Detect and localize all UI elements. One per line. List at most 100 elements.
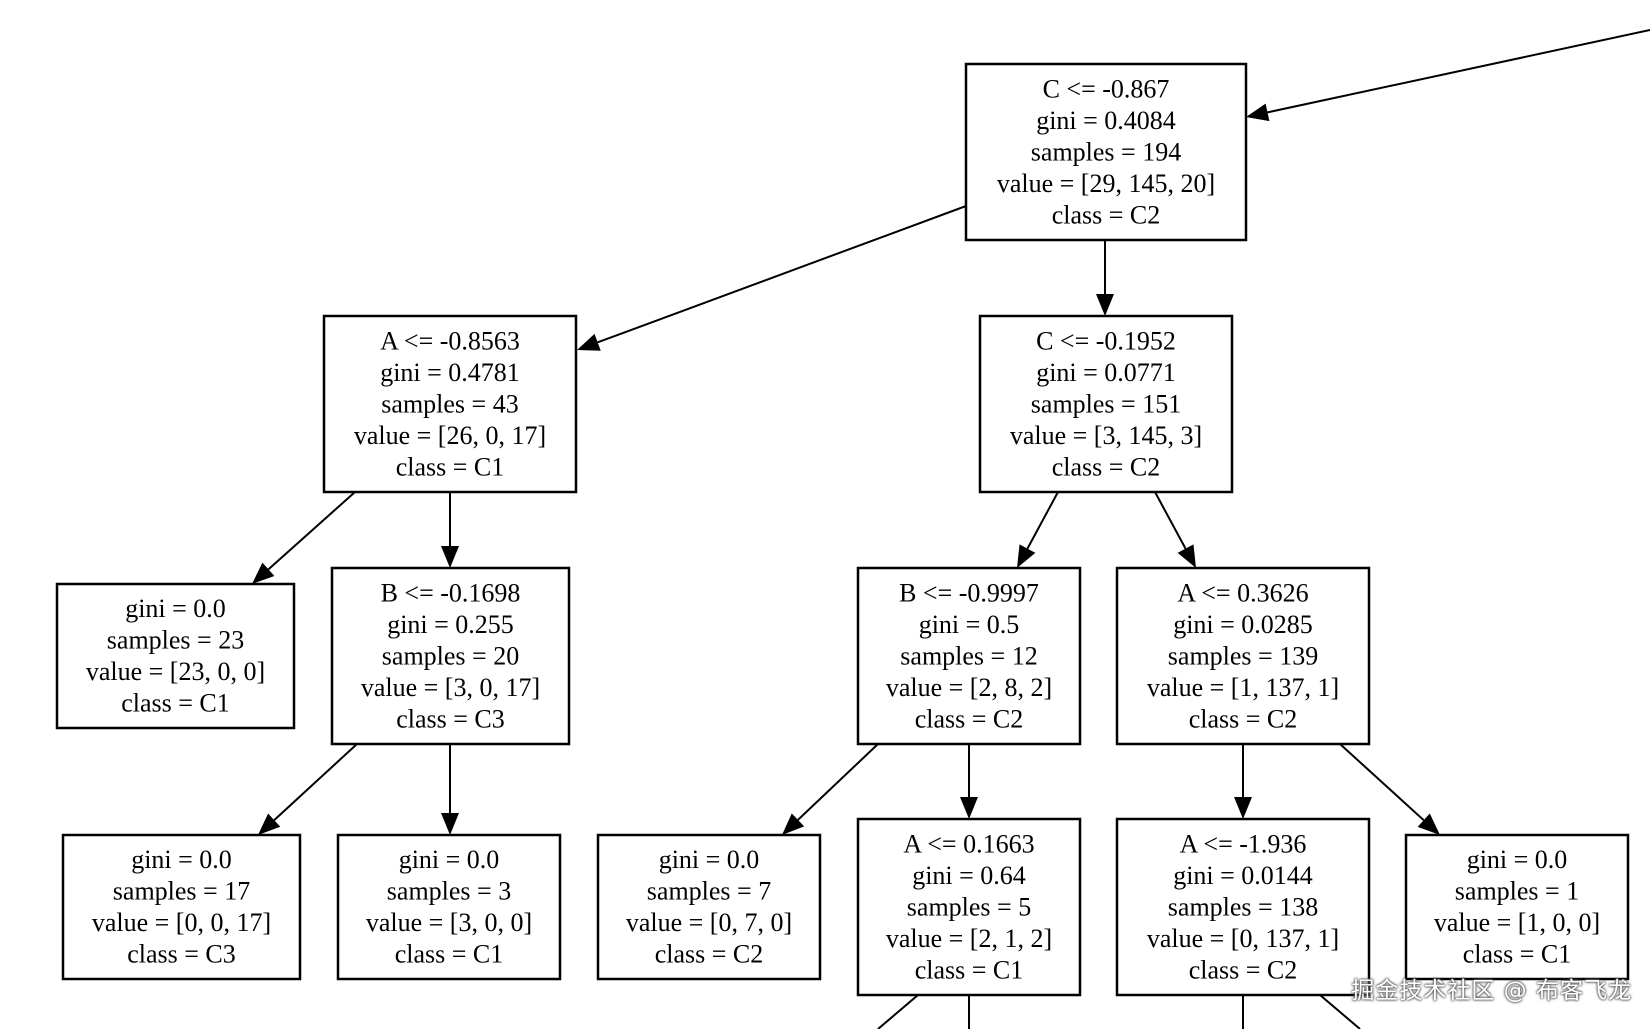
- node-line: value = [2, 1, 2]: [886, 924, 1052, 953]
- node-line: class = C2: [915, 704, 1024, 733]
- node-line: class = C3: [127, 940, 236, 969]
- edge-parent-root-line: [1267, 29, 1650, 114]
- node-line: samples = 20: [382, 641, 519, 670]
- node-line: class = C2: [1189, 704, 1298, 733]
- node-line: value = [3, 145, 3]: [1010, 421, 1202, 450]
- node-box: [322, 314, 578, 494]
- edge-n5-n10-arrowhead: [960, 797, 978, 819]
- edge-n5-n9-line: [797, 743, 879, 821]
- node-line: value = [0, 7, 0]: [626, 908, 792, 937]
- node-line: class = C2: [1189, 955, 1298, 984]
- node-line: A <= 0.3626: [1177, 578, 1308, 607]
- node-line: samples = 1: [1455, 877, 1579, 906]
- watermark-text: 掘金技术社区 @ 布客飞龙: [1351, 978, 1632, 1004]
- node-box: [856, 566, 1082, 746]
- node-line: value = [26, 0, 17]: [354, 421, 546, 450]
- node-line: value = [2, 8, 2]: [886, 673, 1052, 702]
- node-line: class = C1: [1463, 940, 1572, 969]
- edge-n2-n6-arrowhead: [1177, 544, 1196, 568]
- node-line: C <= -0.1952: [1036, 326, 1176, 355]
- edge-n6-n11-arrowhead: [1234, 797, 1252, 819]
- node-line: class = C3: [396, 704, 505, 733]
- node-line: samples = 138: [1168, 892, 1318, 921]
- node-line: value = [0, 137, 1]: [1147, 924, 1339, 953]
- edge-n6-n12-line: [1339, 743, 1425, 821]
- edge-offscreen-0: [877, 994, 919, 1029]
- edge-offscreen-3: [1319, 994, 1361, 1029]
- edge-root-n1-line: [597, 205, 967, 344]
- node-line: gini = 0.0: [1467, 845, 1568, 874]
- node-line: class = C1: [395, 940, 504, 969]
- node-line: A <= 0.1663: [903, 829, 1034, 858]
- node-line: B <= -0.9997: [899, 578, 1039, 607]
- node-line: gini = 0.4084: [1036, 106, 1176, 135]
- node-line: class = C2: [655, 940, 764, 969]
- node-line: value = [23, 0, 0]: [86, 657, 265, 686]
- edge-root-n1-arrowhead: [577, 333, 601, 351]
- node-line: B <= -0.1698: [381, 578, 521, 607]
- edge-n2-n5-line: [1026, 491, 1059, 550]
- node-line: class = C1: [121, 689, 230, 718]
- node-line: A <= -1.936: [1180, 829, 1307, 858]
- node-line: gini = 0.4781: [380, 358, 520, 387]
- edge-n2-n6-line: [1154, 491, 1187, 550]
- edge-n1-n4-arrowhead: [441, 546, 459, 568]
- edge-root-n2-arrowhead: [1096, 294, 1114, 316]
- node-line: gini = 0.5: [919, 610, 1020, 639]
- node-box: [596, 833, 822, 981]
- node-line: gini = 0.0771: [1036, 358, 1176, 387]
- node-box: [964, 62, 1248, 242]
- node-line: gini = 0.0285: [1173, 610, 1313, 639]
- edge-n2-n5-arrowhead: [1017, 544, 1036, 568]
- node-line: gini = 0.0: [125, 594, 226, 623]
- node-line: gini = 0.0: [659, 845, 760, 874]
- edge-n1-n3-arrowhead: [252, 562, 275, 584]
- node-line: samples = 3: [387, 877, 511, 906]
- node-box: [330, 566, 571, 746]
- node-box: [1115, 566, 1371, 746]
- node-line: value = [3, 0, 0]: [366, 908, 532, 937]
- node-box: [336, 833, 562, 981]
- node-line: samples = 7: [647, 877, 771, 906]
- node-line: samples = 23: [107, 626, 244, 655]
- edge-parent-root-arrowhead: [1246, 103, 1270, 122]
- node-line: class = C1: [396, 452, 505, 481]
- edge-n1-n3-line: [267, 491, 356, 571]
- node-line: C <= -0.867: [1043, 74, 1170, 103]
- node-line: value = [1, 137, 1]: [1147, 673, 1339, 702]
- node-line: samples = 151: [1031, 389, 1181, 418]
- node-line: samples = 17: [113, 877, 250, 906]
- edge-n4-n7-line: [273, 743, 358, 821]
- node-line: samples = 12: [900, 641, 1037, 670]
- node-line: gini = 0.0144: [1173, 861, 1313, 890]
- node-box: [55, 582, 296, 730]
- node-box: [61, 833, 302, 981]
- node-line: class = C2: [1052, 200, 1161, 229]
- node-line: gini = 0.0: [131, 845, 232, 874]
- node-box: [978, 314, 1234, 494]
- node-line: A <= -0.8563: [380, 326, 520, 355]
- edge-n6-n12-arrowhead: [1417, 813, 1440, 835]
- node-line: gini = 0.64: [912, 861, 1026, 890]
- edges-layer: [252, 29, 1650, 1029]
- node-line: value = [0, 0, 17]: [92, 908, 271, 937]
- node-box: [1115, 817, 1371, 997]
- node-line: value = [3, 0, 17]: [361, 673, 540, 702]
- node-line: class = C2: [1052, 452, 1161, 481]
- node-line: samples = 194: [1031, 137, 1181, 166]
- node-line: samples = 139: [1168, 641, 1318, 670]
- node-line: class = C1: [915, 955, 1024, 984]
